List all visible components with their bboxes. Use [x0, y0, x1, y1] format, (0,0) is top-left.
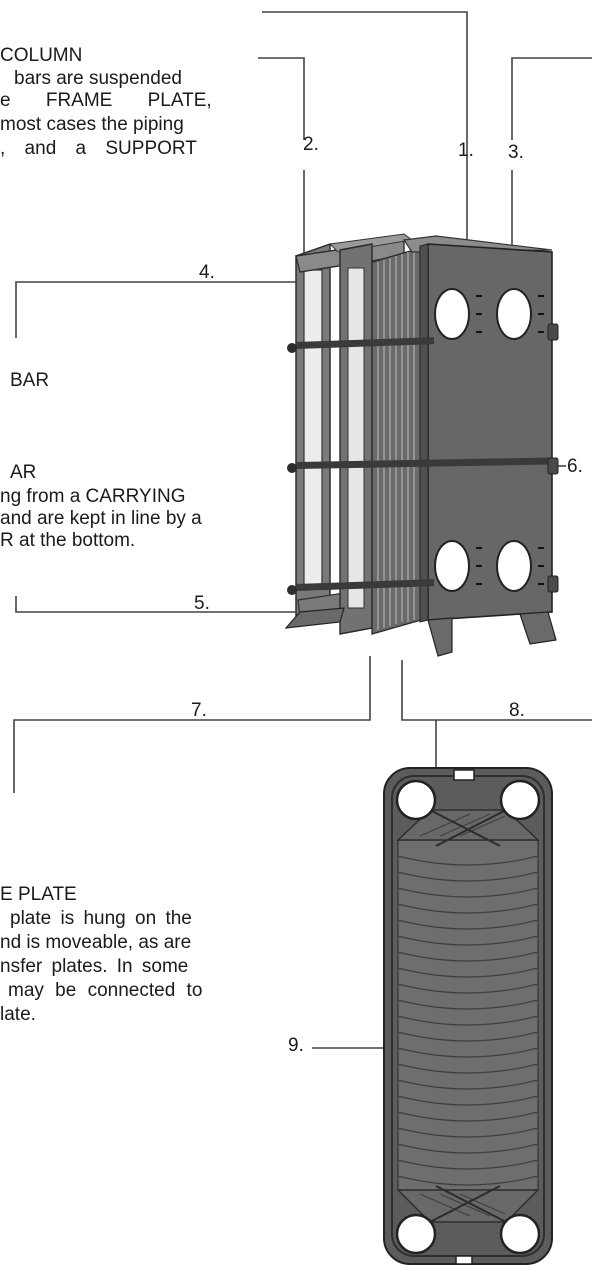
pressure-plate-line1: plate is hung on the	[10, 908, 192, 929]
pressure-plate-line2: nd is moveable, as are	[0, 932, 192, 953]
pressure-plate-line5: late.	[0, 1004, 36, 1025]
port-studs	[476, 295, 544, 585]
carrying-bar-line1: ng from a CARRYING	[0, 486, 186, 507]
top-distribution-area	[396, 809, 540, 841]
plate-pack-lines	[377, 250, 415, 630]
label-8: 8.	[509, 700, 525, 721]
port-bottom-right	[496, 540, 532, 592]
pressure-plate-heading: E PLATE	[0, 884, 77, 905]
corrugation-pattern	[397, 855, 539, 1186]
label-4: 4.	[199, 262, 215, 283]
leader-1	[262, 11, 468, 244]
top-hanger-notch	[453, 769, 475, 781]
support-column-line2: e FRAME PLATE,	[0, 90, 212, 111]
carrying-bar-line3: R at the bottom.	[0, 530, 136, 551]
support-column-heading: COLUMN	[0, 45, 83, 66]
leader-5	[15, 596, 300, 613]
carrying-bar-line2: and are kept in line by a	[0, 508, 202, 529]
pressure-plate-window	[347, 267, 365, 609]
leader-3	[511, 57, 592, 140]
leader-2	[258, 57, 305, 140]
leader-lines	[13, 11, 592, 1049]
rear-foot	[284, 607, 345, 629]
label-1: 1.	[458, 140, 474, 161]
front-foot-left	[427, 617, 453, 657]
plate-port-top-left	[395, 779, 437, 821]
port-top-left	[434, 288, 470, 340]
support-column-line3: most cases the piping	[0, 114, 184, 135]
plate-port-top-right	[499, 779, 541, 821]
label-9: 9.	[288, 1035, 304, 1056]
label-3: 3.	[508, 142, 524, 163]
pressure-plate-line4: may be connected to	[8, 980, 203, 1001]
label-5: 5.	[194, 593, 210, 614]
front-foot-right	[519, 611, 557, 645]
support-column-window	[303, 269, 323, 589]
support-column-line4: , and a SUPPORT	[0, 138, 197, 159]
guiding-bar-heading: BAR	[10, 370, 50, 391]
frame-plate-edge	[419, 243, 429, 623]
port-top-right	[496, 288, 532, 340]
plate-corrugation	[397, 839, 539, 1191]
port-bottom-left	[434, 540, 470, 592]
support-column-line1: bars are suspended	[14, 68, 182, 89]
leader-8	[401, 660, 592, 721]
leader-4	[15, 281, 300, 338]
bottom-guide-notch	[455, 1255, 473, 1265]
carrying-bar-heading: AR	[10, 462, 37, 483]
tightening-bolts	[287, 323, 559, 595]
label-2: 2.	[303, 134, 319, 155]
pressure-plate-line3: nsfer plates. In some	[0, 956, 189, 977]
plate-port-bottom-left	[395, 1213, 437, 1255]
label-7: 7.	[191, 700, 207, 721]
plate-heat-exchanger	[284, 233, 559, 657]
plate-port-bottom-right	[499, 1213, 541, 1255]
leader-7	[13, 656, 371, 793]
gasket-diagonals	[429, 809, 507, 1223]
label-6: 6.	[567, 456, 583, 477]
heat-transfer-plate	[383, 767, 553, 1265]
